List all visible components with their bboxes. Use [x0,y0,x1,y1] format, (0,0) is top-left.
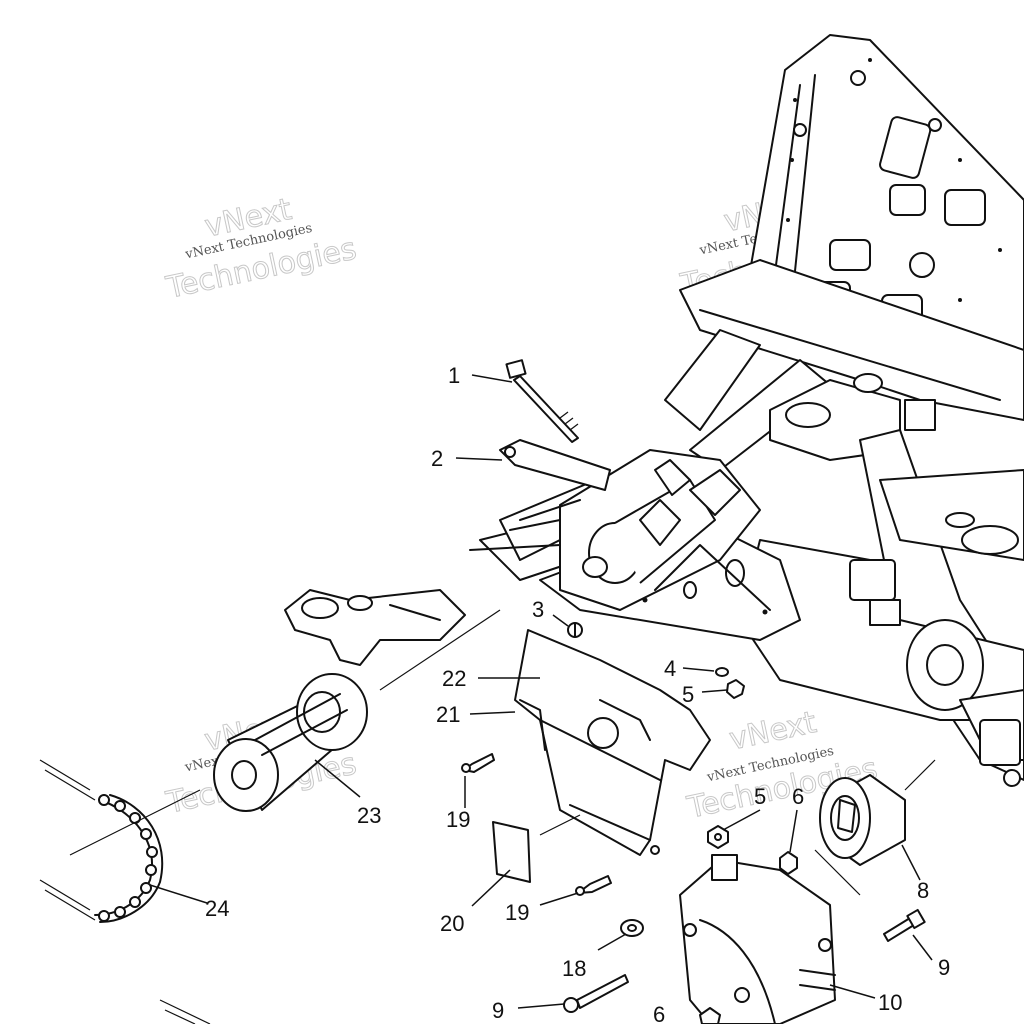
part-21-chain-guard [514,629,711,856]
watermark-left: vNext vNext Technologies Technologies [162,192,360,307]
part-5-nut [726,679,745,699]
part-19-screw-upper [461,753,495,773]
callout-9-right: 9 [938,955,950,980]
part-19-screw-lower [575,875,612,896]
part-18-lock-washer [620,919,644,937]
part-1-bolt [505,359,579,443]
callout-6-lower: 6 [653,1002,665,1024]
left-bracket [284,589,466,666]
part-4-washer [715,667,729,677]
callout-18: 18 [562,956,586,981]
part-9-bolt-right [883,908,926,942]
part-24-chain [39,759,211,1024]
callout-5-upper: 5 [682,682,694,707]
callout-23: 23 [357,803,381,828]
part-2-tension-arm [499,439,611,531]
callout-19-upper: 19 [446,807,470,832]
part-6-nut-upper [779,851,798,875]
callout-3: 3 [532,597,544,622]
part-5-nut-lower [707,825,729,849]
part-20-pad [492,821,531,883]
callout-20: 20 [440,911,464,936]
mount-bracket [559,449,771,611]
callout-24: 24 [205,896,229,921]
chassis-frame [664,34,1024,787]
callout-6-upper: 6 [792,784,804,809]
part-8-bearing [819,774,906,866]
callout-10: 10 [878,990,902,1015]
callout-19-lower: 19 [505,900,529,925]
part-23-drum [213,673,368,812]
callout-2: 2 [431,446,443,471]
part-10-housing [679,854,836,1024]
callout-8: 8 [917,878,929,903]
callout-4: 4 [664,656,676,681]
callout-9-lower: 9 [492,998,504,1023]
part-6-nut-lower [699,1007,721,1024]
part-3-bolt [567,622,583,638]
callout-labels: 1 2 3 4 5 5 6 6 8 9 9 10 18 19 19 20 21 … [205,363,950,1024]
callout-22: 22 [442,666,466,691]
callout-1: 1 [448,363,460,388]
callout-21: 21 [436,702,460,727]
leader-lines [69,374,936,1009]
callout-5-lower: 5 [754,784,766,809]
part-9-bolt-lower [563,974,629,1013]
